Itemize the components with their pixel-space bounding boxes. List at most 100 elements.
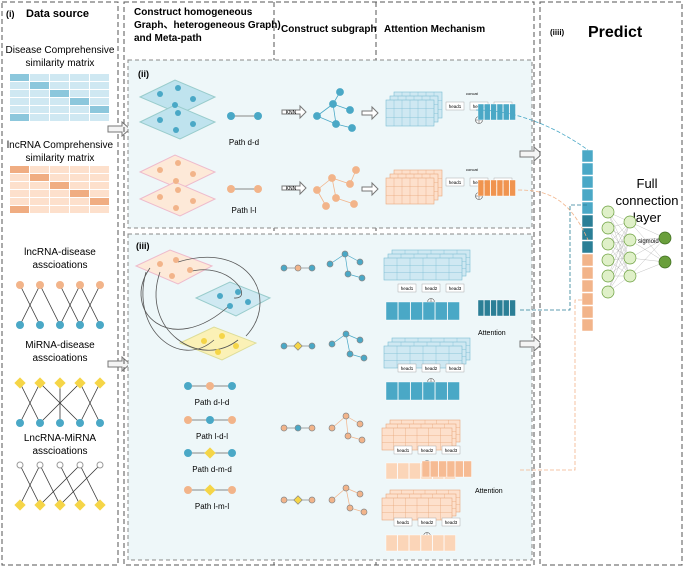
lncrna-homogeneous-graph bbox=[138, 154, 217, 217]
association-edge bbox=[19, 464, 41, 506]
matrix-cell bbox=[70, 198, 89, 205]
matrix-cell bbox=[50, 98, 69, 105]
disease-matrix-label-2: similarity matrix bbox=[26, 58, 95, 69]
data-source-marker: (i) bbox=[6, 9, 15, 19]
lncrna-matrix-label-1: lncRNA Comprehensive bbox=[7, 140, 114, 151]
mirna-node bbox=[54, 377, 66, 389]
embedding-cell bbox=[397, 534, 410, 552]
matrix-cell bbox=[90, 74, 109, 81]
matrix-cell bbox=[70, 166, 89, 173]
matrix-cell bbox=[10, 74, 29, 81]
lncrna-mirna-label-2: asscioations bbox=[32, 446, 87, 457]
disease-node bbox=[56, 321, 64, 329]
predict-title: Predict bbox=[588, 24, 643, 41]
disease-node bbox=[36, 321, 44, 329]
matrix-cell bbox=[90, 182, 109, 189]
predict-panel bbox=[539, 1, 683, 566]
sigmoid-label: sigmoid bbox=[638, 239, 659, 245]
link-lncrna-attention bbox=[520, 299, 588, 471]
matrix-cell bbox=[30, 74, 49, 81]
link-lncrna-embedding bbox=[517, 189, 589, 241]
association-edge bbox=[59, 284, 81, 326]
concatenated-feature bbox=[581, 253, 594, 267]
head-label: head1 bbox=[397, 448, 410, 453]
embedding-cell bbox=[420, 534, 433, 552]
embedding-cell bbox=[430, 460, 439, 478]
attention-head bbox=[393, 517, 413, 527]
knn-label-lncrna: KNN bbox=[286, 186, 297, 192]
matrix-cell bbox=[70, 174, 89, 181]
embedding-cell bbox=[455, 460, 464, 478]
matrix-cell bbox=[50, 82, 69, 89]
lncrna-node bbox=[56, 281, 64, 289]
association-edge bbox=[39, 382, 81, 424]
disease-node bbox=[56, 461, 64, 469]
concatenated-feature bbox=[581, 292, 594, 306]
embedding-cell bbox=[432, 534, 445, 552]
embedding-cell bbox=[410, 301, 423, 321]
matrix-cell bbox=[30, 106, 49, 113]
attention-label-disease: Attention bbox=[478, 330, 506, 337]
matrix-cell bbox=[90, 106, 109, 113]
concatenated-feature bbox=[581, 318, 594, 332]
matrix-cell bbox=[30, 198, 49, 205]
disease-node bbox=[16, 419, 24, 427]
concatenated-feature bbox=[581, 266, 594, 280]
attention-title: Attention Mechanism bbox=[384, 24, 485, 35]
concatenated-feature bbox=[581, 149, 594, 163]
concatenated-feature bbox=[581, 162, 594, 176]
embedding-cell bbox=[496, 103, 504, 121]
knn-arrow-lncrna bbox=[281, 180, 307, 196]
embedding-cell bbox=[503, 179, 510, 197]
path-dmd-label: Path d-m-d bbox=[192, 465, 232, 474]
fc-neuron bbox=[601, 221, 615, 235]
disease-matrix-label-1: Disease Comprehensive bbox=[6, 45, 115, 56]
matrix-cell bbox=[30, 82, 49, 89]
association-edge bbox=[19, 382, 41, 424]
full-connection-layer bbox=[581, 149, 672, 332]
concatenated-feature bbox=[581, 201, 594, 215]
attention-head bbox=[421, 363, 441, 373]
lncrna-subgraph bbox=[313, 166, 360, 210]
matrix-cell bbox=[90, 82, 109, 89]
matrix-cell bbox=[70, 182, 89, 189]
lncrna-disease-label-1: lncRNA-disease bbox=[24, 247, 96, 258]
model-panel bbox=[123, 1, 535, 566]
concatenated-feature bbox=[581, 227, 594, 241]
attention-head bbox=[393, 445, 413, 455]
embedding-cell bbox=[422, 301, 436, 321]
path-ldl-metapath bbox=[184, 416, 236, 424]
path-lml-label: Path l-m-l bbox=[195, 502, 229, 511]
matrix-cell bbox=[90, 198, 109, 205]
matrix-cell bbox=[90, 190, 109, 197]
graph-title-1: Construct homogeneous bbox=[134, 7, 253, 18]
path-dd-metapath bbox=[227, 112, 262, 120]
attention-head bbox=[441, 517, 461, 527]
fc-label-3: layer bbox=[633, 210, 662, 225]
disease-similarity-matrix bbox=[10, 74, 109, 121]
embedding-cell bbox=[490, 103, 497, 121]
association-edge bbox=[79, 464, 101, 506]
concatenated-feature bbox=[581, 305, 594, 319]
matrix-cell bbox=[90, 90, 109, 97]
matrix-cell bbox=[10, 98, 29, 105]
matrix-cell bbox=[70, 114, 89, 121]
concatenated-feature bbox=[581, 279, 594, 293]
concatenated-feature bbox=[581, 214, 594, 228]
matrix-cell bbox=[70, 190, 89, 197]
attention-head bbox=[445, 283, 465, 293]
association-edge bbox=[59, 464, 101, 506]
head-label: head1 bbox=[401, 286, 414, 291]
head-label: head3 bbox=[445, 520, 458, 525]
embedding-cell bbox=[477, 179, 485, 197]
matrix-cell bbox=[70, 74, 89, 81]
embedding-cell bbox=[409, 462, 421, 480]
head-label: head1 bbox=[449, 180, 462, 185]
embedding-cell bbox=[509, 299, 516, 317]
matrix-cell bbox=[90, 174, 109, 181]
matrix-cell bbox=[10, 206, 29, 213]
head-label: head1 bbox=[449, 104, 462, 109]
attention-head bbox=[441, 445, 461, 455]
